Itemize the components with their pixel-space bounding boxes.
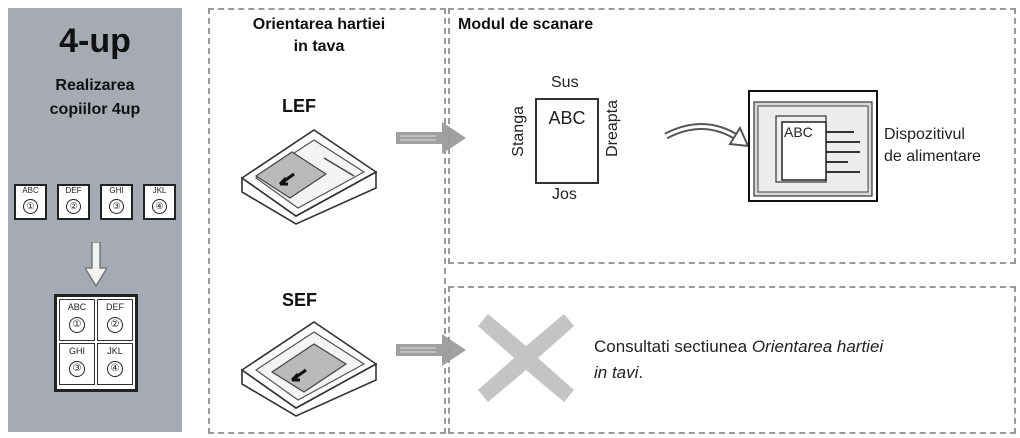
page-label: JKL <box>152 186 167 195</box>
consult-text: Consultati sectiunea <box>594 337 752 356</box>
cell-label: DEF <box>106 302 124 312</box>
source-page: ABC ① <box>14 184 47 220</box>
cell-number: ② <box>107 317 123 333</box>
curved-arrow-icon <box>664 123 750 148</box>
grid-cell: JKL ④ <box>97 343 133 385</box>
panel-title: 4-up <box>59 22 131 60</box>
grid-cell: DEF ② <box>97 299 133 341</box>
sef-label: SEF <box>282 290 318 310</box>
tray-orientation-header: Orientarea hartiei in tava <box>212 14 426 58</box>
page-label: GHI <box>109 186 124 195</box>
scan-mode-frame-top <box>448 8 1016 264</box>
page-number: ① <box>23 199 38 214</box>
feeder-document-text: ABC <box>784 124 813 140</box>
scan-mode-header: Modul de scanare <box>458 16 594 33</box>
source-page: DEF ② <box>57 184 90 220</box>
source-pages: ABC ① DEF ② GHI ③ JKL ④ <box>14 184 176 228</box>
header-line-1: Orientarea hartiei <box>252 16 386 33</box>
page-label: ABC <box>22 186 39 195</box>
page-number: ④ <box>152 199 167 214</box>
document-page: ABC <box>535 98 599 184</box>
cell-label: GHI <box>68 346 85 356</box>
consult-italic-2: in tavi <box>594 363 639 382</box>
document-feeder-icon <box>748 90 878 202</box>
label-left: Stanga <box>510 106 527 157</box>
cell-label: JKL <box>107 346 123 356</box>
not-supported-cross-icon <box>478 314 574 402</box>
cell-label: ABC <box>67 302 87 312</box>
feeder-label-line-2: de alimentare <box>884 148 981 165</box>
cell-number: ① <box>69 317 85 333</box>
source-page: JKL ④ <box>143 184 176 220</box>
header-line-2: in tava <box>293 38 345 55</box>
label-right: Dreapta <box>604 100 621 157</box>
consult-end: . <box>638 363 644 382</box>
source-page: GHI ③ <box>100 184 133 220</box>
left-panel: 4-up Realizarea copiilor 4up ABC ① DEF ②… <box>8 8 182 432</box>
feeder-label-line-1: Dispozitivul <box>884 126 965 143</box>
cell-number: ④ <box>107 361 123 377</box>
page-number: ② <box>66 199 81 214</box>
label-bottom: Jos <box>552 186 577 203</box>
panel-subtitle: Realizarea copiilor 4up <box>8 74 182 122</box>
tray-sef-icon <box>240 321 378 417</box>
grid-cell: ABC ① <box>59 299 95 341</box>
combined-page: ABC ① DEF ② GHI ③ JKL ④ <box>54 294 138 392</box>
cell-number: ③ <box>69 361 85 377</box>
down-arrow-icon <box>85 242 107 288</box>
grid-cell: GHI ③ <box>59 343 95 385</box>
scan-mode-frame-bottom <box>448 286 1016 434</box>
tray-orientation-frame <box>208 8 446 434</box>
tray-lef-icon <box>240 129 378 225</box>
lef-label: LEF <box>282 96 316 116</box>
feeder-label: Dispozitivul de alimentare <box>884 124 981 168</box>
subtitle-line-1: Realizarea <box>55 77 135 94</box>
label-top: Sus <box>551 74 579 91</box>
page-number: ③ <box>109 199 124 214</box>
consult-note: Consultati sectiunea Orientarea hartiei … <box>594 334 1004 386</box>
subtitle-line-2: copiilor 4up <box>49 101 141 118</box>
consult-italic-1: Orientarea hartiei <box>751 337 884 356</box>
page-label: DEF <box>65 186 82 195</box>
document-text: ABC <box>548 108 586 128</box>
